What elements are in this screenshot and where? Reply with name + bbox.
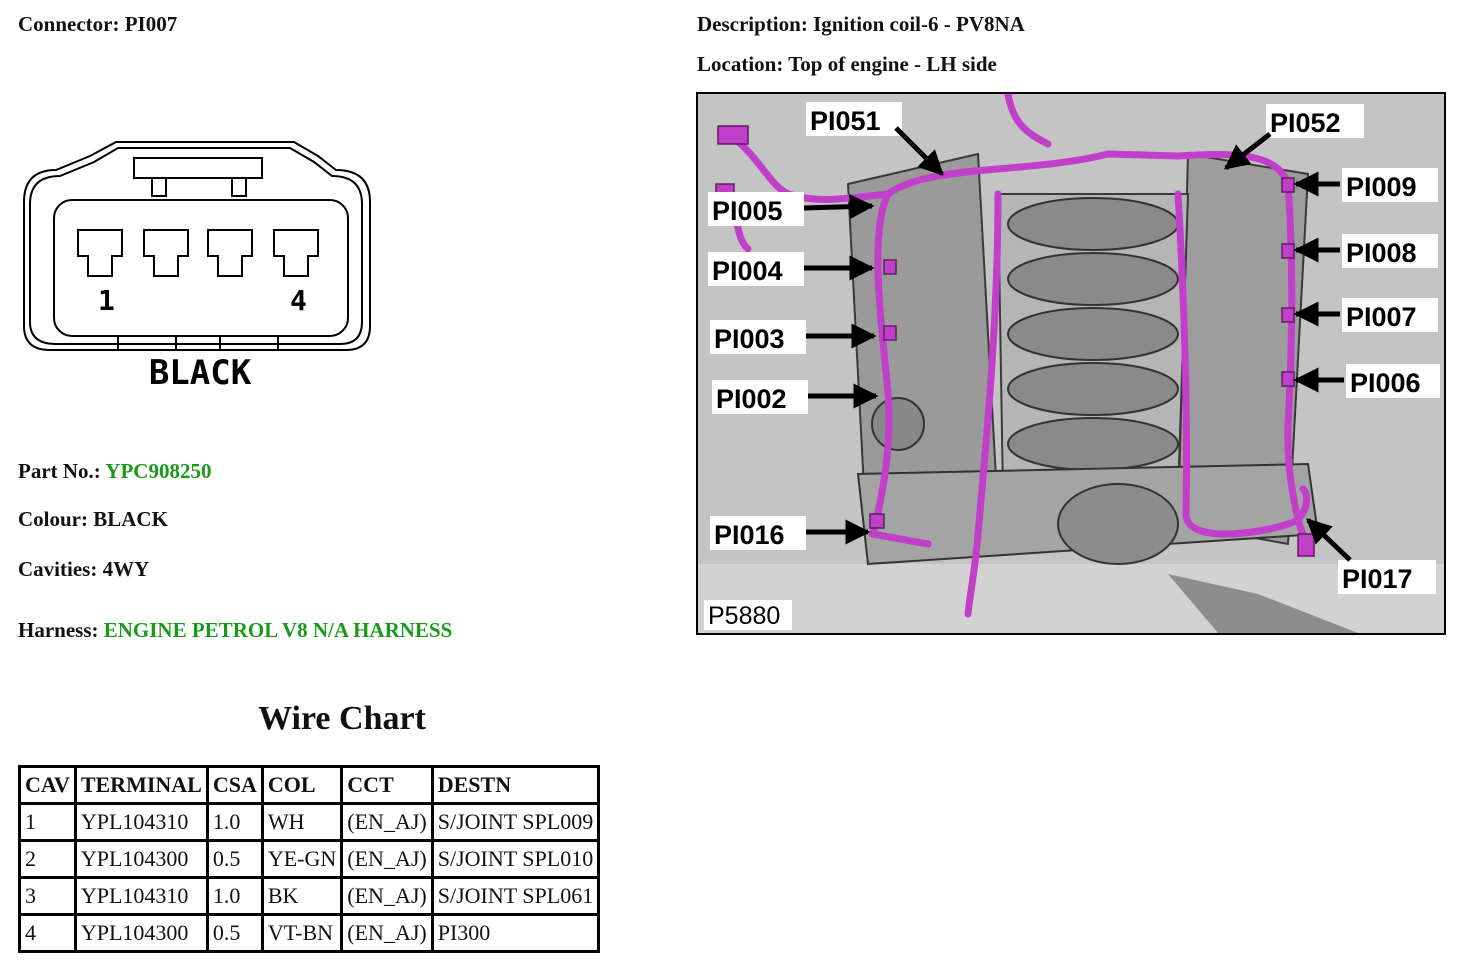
callout-pi006-label: PI006 [1350,368,1421,398]
location-label: Location: [697,52,784,76]
colour-value: BLACK [93,507,168,531]
connector-face-drawing: 1 4 BLACK [23,141,371,393]
pin-1-label: 1 [98,284,115,317]
cavities-field: Cavities: 4WY [18,557,149,582]
header-cct: CCT [340,765,434,805]
callout-pi004: PI004 [708,252,875,286]
cell-csa: 0.5 [205,913,264,953]
wire-chart-title: Wire Chart [258,700,426,737]
harness-link[interactable]: ENGINE PETROL V8 N/A HARNESS [103,618,453,642]
cell-destn: S/JOINT SPL061 [430,876,601,916]
callout-pi003: PI003 [710,320,877,354]
location-value: Top of engine - LH side [788,52,997,76]
cell-cct: (EN_AJ) [340,802,434,842]
callout-pi051-label: PI051 [810,106,881,136]
callout-pi008-label: PI008 [1346,238,1417,268]
part-number-field: Part No.: YPC908250 [18,459,211,484]
connector-field: Connector: PI007 [18,12,177,37]
cell-cav: 2 [18,839,77,879]
callout-pi051: PI051 [806,102,944,176]
callout-pi017: PI017 [1306,518,1436,594]
callout-pi052-label: PI052 [1270,108,1341,138]
colour-label: Colour: [18,507,88,531]
callout-pi016-label: PI016 [714,520,785,550]
cell-col: VT-BN [260,913,344,953]
engine-location-figure: PI051 PI052 PI005 PI004 PI003 PI002 [696,92,1446,635]
callout-pi007: PI007 [1293,298,1438,332]
harness-field: Harness: ENGINE PETROL V8 N/A HARNESS [18,618,452,643]
cell-cct: (EN_AJ) [340,839,434,879]
callout-pi002: PI002 [712,380,879,414]
table-row: 4 YPL104300 0.5 VT-BN (EN_AJ) PI300 [18,913,601,953]
cell-col: YE-GN [260,839,344,879]
cell-cav: 1 [18,802,77,842]
cell-destn: S/JOINT SPL009 [430,802,601,842]
callout-pi003-label: PI003 [714,324,785,354]
cell-terminal: YPL104300 [73,839,209,879]
connector-label: Connector: [18,12,120,36]
callout-pi009: PI009 [1293,168,1438,202]
cell-destn: PI300 [430,913,601,953]
callout-pi007-label: PI007 [1346,302,1417,332]
harness-label: Harness: [18,618,99,642]
cavities-value: 4WY [102,557,150,581]
cell-cct: (EN_AJ) [340,913,434,953]
header-destn: DESTN [430,765,601,805]
cell-col: WH [260,802,344,842]
cell-cav: 3 [18,876,77,916]
connector-markers [715,125,1315,557]
callout-pi052: PI052 [1224,104,1364,170]
callout-pi016: PI016 [710,516,871,550]
callout-pi004-label: PI004 [712,256,783,286]
callout-pi009-label: PI009 [1346,172,1417,202]
callout-pi005-label: PI005 [712,196,783,226]
cavities-label: Cavities: [18,557,98,581]
callout-pi006: PI006 [1293,364,1440,398]
colour-field: Colour: BLACK [18,507,168,532]
header-terminal: TERMINAL [73,765,209,805]
cell-cav: 4 [18,913,77,953]
header-cav: CAV [18,765,77,805]
header-col: COL [260,765,344,805]
engine-block-drawing [846,152,1320,566]
header-csa: CSA [205,765,264,805]
table-row: 2 YPL104300 0.5 YE-GN (EN_AJ) S/JOINT SP… [18,839,601,879]
connector-value: PI007 [124,12,178,36]
engine-illustration: PI051 PI052 PI005 PI004 PI003 PI002 [698,94,1444,633]
callout-pi017-label: PI017 [1342,564,1413,594]
callout-pi005: PI005 [708,192,875,226]
table-row: 1 YPL104310 1.0 WH (EN_AJ) S/JOINT SPL00… [18,802,601,842]
description-label: Description: [697,12,808,36]
cell-destn: S/JOINT SPL010 [430,839,601,879]
location-field: Location: Top of engine - LH side [697,52,997,77]
pin-4-label: 4 [290,284,307,317]
table-row: 3 YPL104310 1.0 BK (EN_AJ) S/JOINT SPL06… [18,876,601,916]
cell-terminal: YPL104310 [73,802,209,842]
cell-csa: 1.0 [205,802,264,842]
figure-id-label: P5880 [708,602,780,630]
cell-csa: 0.5 [205,839,264,879]
part-number-link[interactable]: YPC908250 [105,459,212,483]
description-value: Ignition coil-6 - PV8NA [813,12,1025,36]
wire-chart-table: CAV TERMINAL CSA COL CCT DESTN 1 YPL1043… [18,765,601,953]
cell-terminal: YPL104300 [73,913,209,953]
connector-colour-label: BLACK [149,353,252,393]
cell-csa: 1.0 [205,876,264,916]
description-field: Description: Ignition coil-6 - PV8NA [697,12,1025,37]
part-number-label: Part No.: [18,459,101,483]
callout-pi008: PI008 [1293,234,1438,268]
cell-col: BK [260,876,344,916]
cell-cct: (EN_AJ) [340,876,434,916]
cell-terminal: YPL104310 [73,876,209,916]
table-header-row: CAV TERMINAL CSA COL CCT DESTN [18,765,601,805]
callout-pi002-label: PI002 [716,384,787,414]
